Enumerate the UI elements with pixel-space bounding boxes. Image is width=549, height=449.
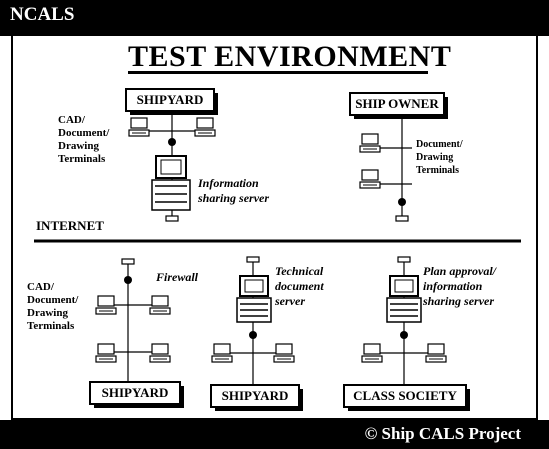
- computer-icon: [95, 295, 117, 315]
- shipyard-label-bottom-2: SHIPYARD: [221, 388, 289, 403]
- firewall-dot-bottom-shipyard2: [249, 331, 257, 339]
- computer-icon: [149, 343, 171, 363]
- computer-icon: [361, 343, 383, 363]
- ship-owner-label: SHIP OWNER: [355, 96, 439, 111]
- slide-title: TEST ENVIRONMENT: [128, 40, 452, 73]
- router-bottom-shipyard: [121, 258, 135, 265]
- footer-bar: © Ship CALS Project: [0, 420, 549, 449]
- computer-icon: [211, 343, 233, 363]
- header-bar: NCALS: [0, 0, 549, 36]
- shipyard-label-top: SHIPYARD: [136, 92, 204, 107]
- router-top-shipyard: [165, 215, 179, 222]
- shipyard-box-bottom-2: SHIPYARD: [210, 384, 303, 411]
- firewall-dot-bottom-shipyard: [124, 276, 132, 284]
- firewall-dot-top-owner: [398, 198, 406, 206]
- computer-icon: [149, 295, 171, 315]
- firewall-label: Firewall: [156, 270, 199, 284]
- computer-icon: [359, 169, 381, 189]
- class-society-label: CLASS SOCIETY: [353, 388, 457, 403]
- router-top-owner: [395, 215, 409, 222]
- server-icon: [236, 275, 272, 323]
- computer-icon: [359, 133, 381, 153]
- router-class-society: [397, 256, 411, 263]
- computer-icon: [425, 343, 447, 363]
- computer-icon: [95, 343, 117, 363]
- firewall-dot-top-shipyard: [168, 138, 176, 146]
- footer-copyright: © Ship CALS Project: [364, 424, 521, 443]
- internet-label: INTERNET: [36, 218, 104, 233]
- router-bottom-shipyard2: [246, 256, 260, 263]
- firewall-dot-class-society: [400, 331, 408, 339]
- header-title: NCALS: [10, 4, 75, 25]
- computer-icon: [128, 117, 150, 137]
- computer-icon: [194, 117, 216, 137]
- computer-icon: [273, 343, 295, 363]
- server-icon: [151, 155, 191, 211]
- shipyard-label-bottom-1: SHIPYARD: [101, 385, 169, 400]
- server-icon: [386, 275, 422, 323]
- title-underline: [128, 71, 428, 74]
